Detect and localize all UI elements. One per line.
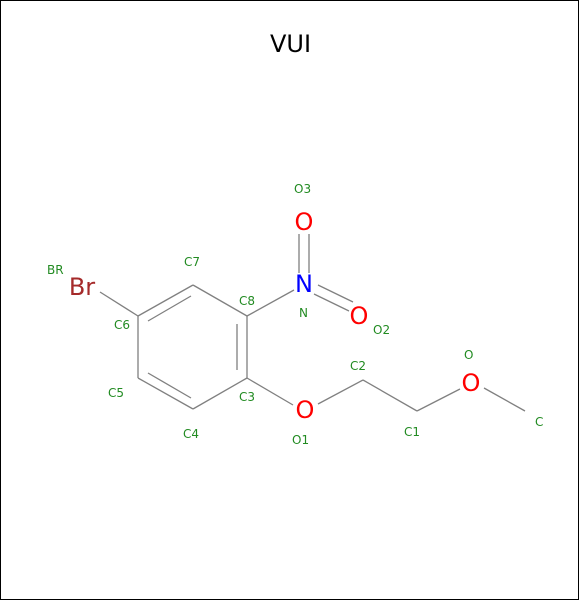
label-c3: C3 bbox=[239, 390, 255, 404]
bond-c8-n bbox=[246, 289, 295, 317]
label-n: N bbox=[299, 306, 308, 320]
label-o: O bbox=[464, 348, 473, 362]
atom-o-nitro-right: O bbox=[350, 302, 369, 330]
label-c1: C1 bbox=[404, 425, 420, 439]
bond-n-o2-b bbox=[317, 284, 354, 303]
label-o2: O2 bbox=[373, 323, 390, 337]
label-c5: C5 bbox=[108, 386, 124, 400]
bond-inner-c6-c7 bbox=[147, 295, 192, 322]
atom-o-nitro-top: O bbox=[295, 208, 314, 236]
label-c7: C7 bbox=[184, 255, 200, 269]
label-br: BR bbox=[47, 263, 64, 277]
bonds bbox=[99, 234, 526, 412]
label-c4: C4 bbox=[183, 427, 199, 441]
bond-c7-c8 bbox=[192, 284, 248, 317]
label-o1: O1 bbox=[292, 433, 309, 447]
bond-c4-c5 bbox=[137, 377, 194, 410]
bond-c3-o1 bbox=[246, 377, 294, 406]
bond-inner-c4-c5 bbox=[147, 372, 192, 399]
label-c2: C2 bbox=[350, 359, 366, 373]
atom-symbols: Br N O O O O bbox=[69, 208, 481, 424]
bond-c6-br bbox=[99, 291, 139, 317]
diagram-title: VUI bbox=[269, 30, 312, 58]
bond-c6-c7 bbox=[137, 284, 194, 317]
atom-br: Br bbox=[69, 273, 95, 301]
bond-o-c bbox=[483, 387, 526, 412]
label-c: C bbox=[535, 415, 543, 429]
bond-c1-o bbox=[416, 388, 461, 412]
atom-o-ether: O bbox=[296, 396, 315, 424]
label-o3: O3 bbox=[294, 182, 311, 196]
atom-o-methoxy: O bbox=[462, 369, 481, 397]
bond-o1-c2 bbox=[317, 379, 364, 405]
atom-n: N bbox=[295, 270, 313, 298]
label-c6: C6 bbox=[114, 318, 130, 332]
label-c8: C8 bbox=[239, 294, 255, 308]
atom-labels: BR C6 C7 C8 C5 C4 C3 O3 N O2 O1 C2 C1 O … bbox=[47, 182, 543, 447]
bond-c2-c1 bbox=[362, 379, 418, 412]
bond-c3-c4 bbox=[192, 377, 248, 410]
bond-n-o2-a bbox=[313, 293, 350, 312]
